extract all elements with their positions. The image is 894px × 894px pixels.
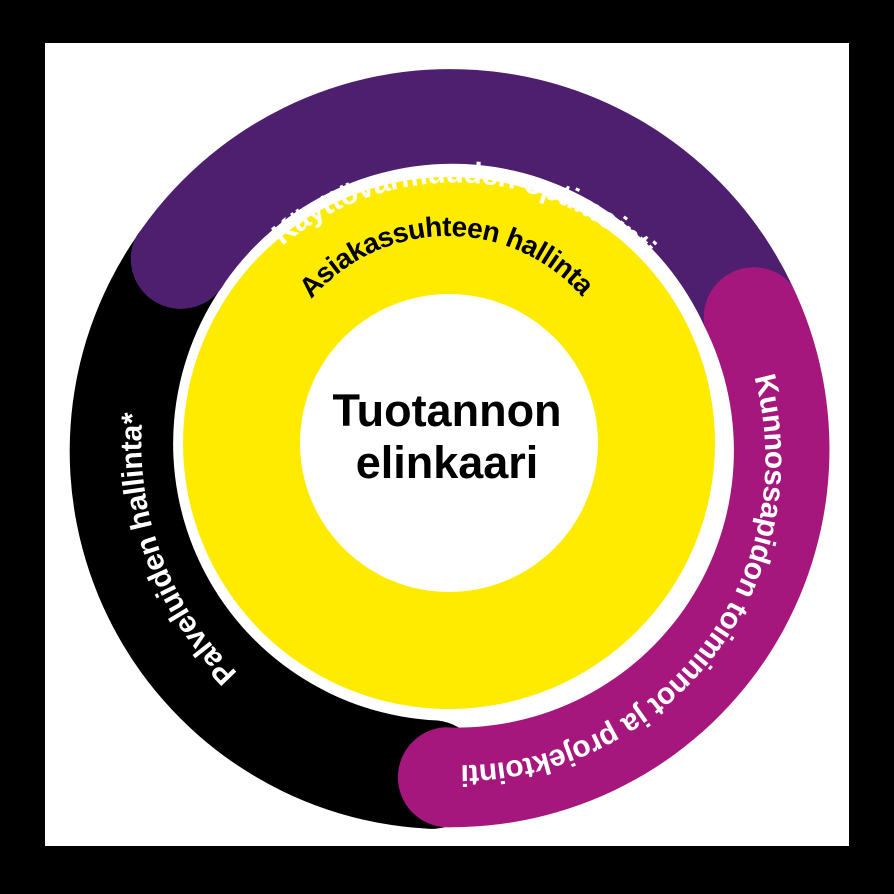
center-title: Tuotannon elinkaari [297, 385, 597, 489]
segment-kayttovarmuuden-optimointi [130, 69, 793, 345]
center-circle [300, 294, 598, 592]
center-title-line2: elinkaari [355, 437, 539, 488]
segment-kunnossapidon-toiminnot [397, 267, 830, 828]
segment-palveluiden-hallinta [69, 212, 486, 829]
center-title-line1: Tuotannon [332, 385, 562, 436]
